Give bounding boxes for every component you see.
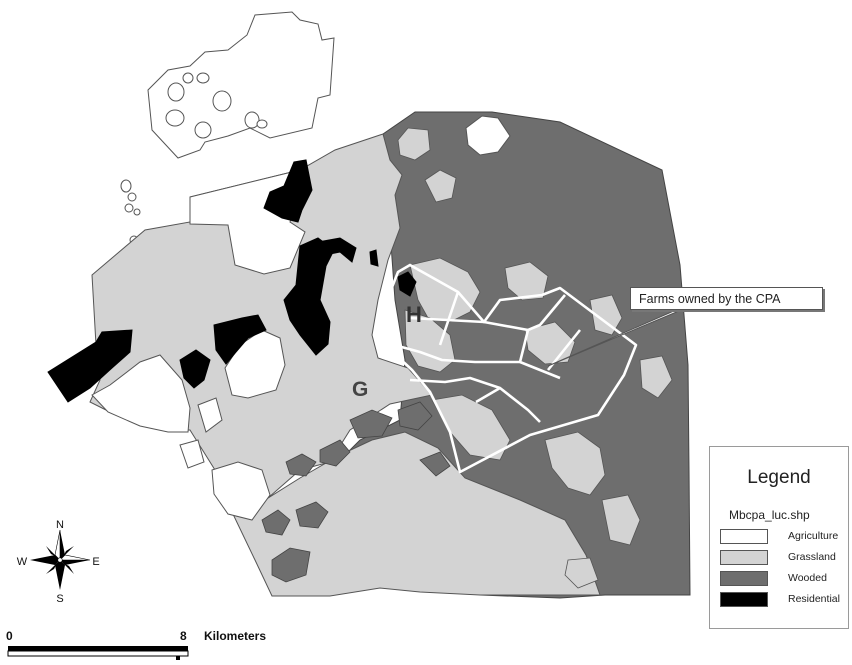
legend-label-agriculture: Agriculture bbox=[788, 530, 839, 542]
agriculture-patches bbox=[91, 115, 511, 521]
legend-swatch-residential bbox=[720, 592, 768, 607]
legend-label-wooded: Wooded bbox=[788, 572, 827, 584]
compass-star-icon bbox=[30, 529, 91, 590]
legend-swatch-wooded bbox=[720, 571, 768, 586]
cpa-farms-callout: Farms owned by the CPA bbox=[630, 287, 823, 310]
compass-s: S bbox=[56, 593, 63, 605]
legend-swatch-grassland bbox=[720, 550, 768, 565]
compass-w: W bbox=[17, 556, 28, 568]
legend-item-wooded: Wooded bbox=[720, 571, 850, 588]
residential-patches bbox=[47, 159, 417, 403]
legend-item-agriculture: Agriculture bbox=[720, 529, 850, 546]
scale-start-label: 0 bbox=[6, 629, 13, 643]
map-label-g: G bbox=[352, 378, 368, 401]
compass-rose: N S W E bbox=[17, 519, 100, 605]
map-label-h: H bbox=[406, 302, 422, 327]
legend-title: Legend bbox=[747, 467, 811, 488]
legend-swatch-agriculture bbox=[720, 529, 768, 544]
northern-agriculture-parcels bbox=[120, 11, 335, 250]
scale-bar: 0 8 Kilometers bbox=[6, 629, 266, 660]
legend: Legend Mbcpa_luc.shp Agriculture Grassla… bbox=[709, 446, 849, 629]
legend-item-residential: Residential bbox=[720, 592, 850, 609]
scale-end-label: 8 bbox=[180, 629, 187, 643]
compass-e: E bbox=[92, 556, 99, 568]
cpa-farm-boundaries bbox=[374, 263, 638, 474]
wooded-patches-southern bbox=[261, 401, 451, 583]
legend-label-grassland: Grassland bbox=[788, 551, 836, 563]
compass-n: N bbox=[56, 519, 64, 531]
callout-text: Farms owned by the CPA bbox=[639, 292, 781, 306]
legend-label-residential: Residential bbox=[788, 593, 840, 605]
scale-unit-label: Kilometers bbox=[204, 629, 266, 643]
legend-item-grassland: Grassland bbox=[720, 550, 850, 567]
legend-layer-name: Mbcpa_luc.shp bbox=[729, 508, 810, 522]
